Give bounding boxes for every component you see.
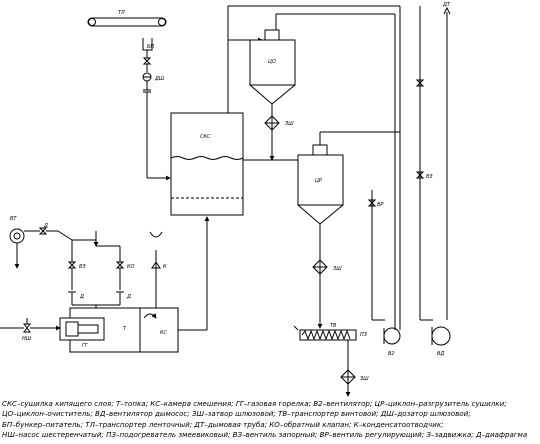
- cyclone-unloader-tsr: ЦР ЗШ: [243, 131, 400, 329]
- label-d2: Д: [79, 294, 84, 300]
- label-bp: БП: [147, 44, 154, 50]
- label-tv: ТВ: [330, 323, 337, 329]
- regulating-valve-vr: ВР: [367, 190, 383, 320]
- label-d1: Д: [43, 223, 48, 229]
- coil-heater-pz: ПЗ: [293, 325, 368, 338]
- cyclone-cleaner-tso: ЦО ЗШ: [249, 29, 296, 161]
- screw-conveyor-tv: ТВ ЗШ: [299, 323, 369, 397]
- label-vd: ВД: [437, 351, 444, 357]
- hopper-feeder-bp: БП ДШ: [142, 38, 171, 181]
- label-pz: ПЗ: [360, 332, 368, 338]
- label-dsh: ДШ: [154, 76, 165, 82]
- fluid-bed-dryer-sks: СКС: [170, 112, 244, 330]
- label-vt: ВТ: [10, 216, 17, 222]
- label-v2: В2: [388, 351, 395, 357]
- label-d3: Д: [126, 294, 131, 300]
- chimney-dt: ДТ: [442, 2, 451, 320]
- label-vz2: ВЗ: [426, 174, 433, 180]
- label-zsh2: ЗШ: [333, 266, 342, 272]
- fuel-pump-nsh: ВТ Д ВЗ КО Д Д: [9, 216, 135, 316]
- label-nsh: НШ: [22, 336, 32, 342]
- label-gg: ГГ: [82, 343, 89, 349]
- label-t: Т: [123, 326, 127, 332]
- label-k1: К: [163, 264, 167, 270]
- exhaust-fan-vd: ВЗ ВД: [415, 6, 451, 357]
- label-zsh3: ЗШ: [360, 376, 369, 382]
- belt-conveyor-tl: ТЛ: [87, 10, 167, 27]
- label-sks: СКС: [200, 134, 211, 140]
- legend-line-3: БП–бункер–питатель; ТЛ–транспортер ленто…: [2, 419, 444, 429]
- furnace-and-mixing-chamber: Т КС ГГ К НШ: [0, 231, 207, 353]
- legend: СКС–сушилка кипящего слоя; Т–топка; КС–к…: [2, 399, 540, 441]
- label-zsh1: ЗШ: [285, 121, 294, 127]
- legend-line-4: НШ–насос шестеренчатый; ПЗ–подогреватель…: [2, 430, 528, 440]
- label-vz1: ВЗ: [79, 264, 86, 270]
- label-tl: ТЛ: [118, 10, 125, 16]
- legend-line-2: ЦО–циклон–очиститель; ВД–вентилятор дымо…: [2, 409, 471, 419]
- legend-line-1: СКС–сушилка кипящего слоя; Т–топка; КС–к…: [2, 399, 507, 408]
- label-dt: ДТ: [442, 2, 451, 8]
- label-ks: КС: [160, 330, 168, 336]
- label-ko: КО: [127, 264, 135, 270]
- label-tso: ЦО: [268, 59, 276, 65]
- label-tsr: ЦР: [315, 178, 322, 184]
- label-vr: ВР: [377, 202, 383, 208]
- fan-v2: В2: [372, 319, 401, 357]
- gas-duct-top: [227, 5, 401, 330]
